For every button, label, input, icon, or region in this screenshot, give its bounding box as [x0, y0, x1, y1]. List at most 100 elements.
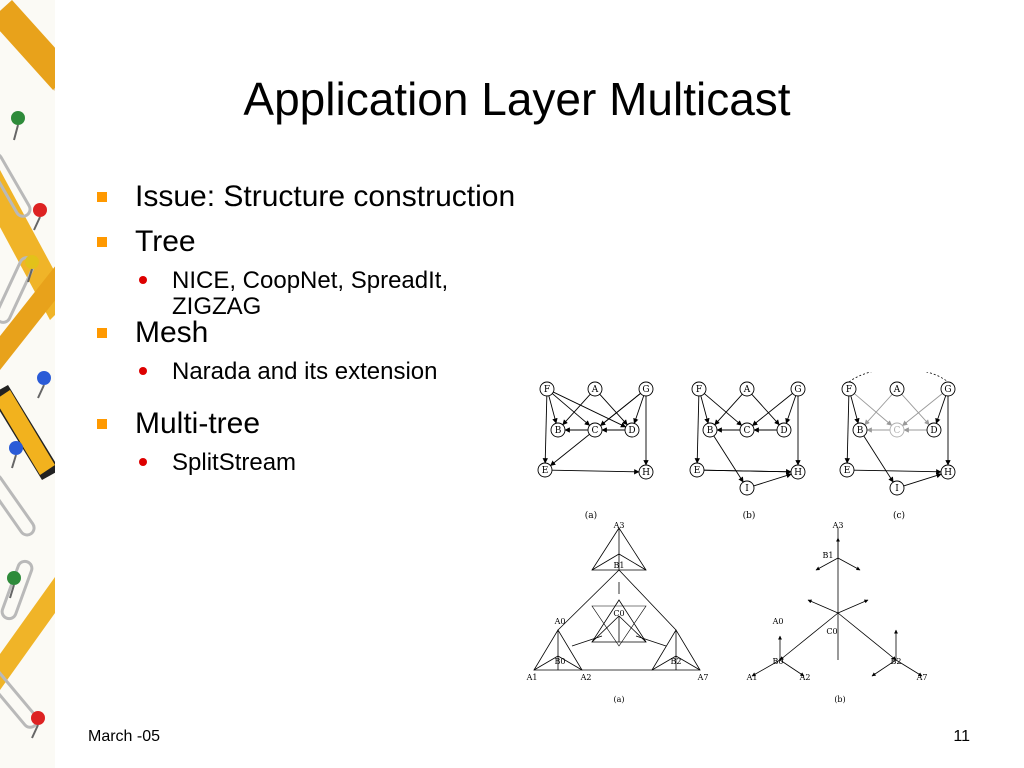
- tree-node-label: A1: [746, 673, 758, 682]
- figure-caption: (a): [613, 695, 624, 704]
- graph-node: [790, 464, 806, 480]
- graph-node: [702, 422, 718, 438]
- graph-node-label: H: [944, 468, 952, 478]
- graph-node: [739, 381, 755, 397]
- pushpin-icon: [7, 571, 21, 599]
- figure-caption: (b): [743, 510, 756, 521]
- sub-bullet-item: SplitStream: [95, 450, 535, 496]
- tree-node-label: B0: [773, 657, 784, 666]
- bullet-list: Issue: Structure construction Tree NICE,…: [95, 178, 535, 496]
- graph-node-label: A: [893, 385, 901, 395]
- graph-edge: [844, 395, 850, 464]
- graph-edge: [850, 395, 860, 424]
- graph-node: [940, 381, 956, 397]
- pencil-icon: [0, 266, 55, 370]
- bullet-text: Multi-tree: [135, 407, 261, 440]
- graph-node: [550, 422, 566, 438]
- graph-node-label: G: [794, 385, 801, 395]
- graph-edge: [853, 469, 942, 475]
- pushpin-icon: [25, 255, 39, 283]
- pushpin-icon: [11, 111, 25, 141]
- sub-bullet-text: SplitStream: [172, 449, 297, 476]
- graph-node-label: H: [794, 468, 802, 478]
- sub-bullet-item: Narada and its extension: [95, 359, 535, 405]
- graph-node: [739, 480, 755, 496]
- bullet-item: Tree: [95, 223, 535, 268]
- bullet-dot-marker: [139, 276, 147, 284]
- graph-node-label: B: [555, 426, 562, 436]
- graph-node-label: B: [707, 426, 714, 436]
- pencils-paperclips-illustration: [0, 0, 55, 768]
- graph-node-label: A: [743, 385, 751, 395]
- bullet-square-marker: [97, 419, 107, 429]
- bullet-square-marker: [97, 328, 107, 338]
- graph-node: [889, 422, 905, 438]
- tree-node-label: B1: [614, 561, 625, 570]
- paperclip-icon: [0, 152, 39, 729]
- tree-node-label: A7: [697, 673, 709, 682]
- sub-bullet-item: NICE, CoopNet, SpreadIt, ZIGZAG: [95, 268, 535, 320]
- tree-node-label: A2: [799, 673, 811, 682]
- sub-bullet-text: Narada and its extension: [172, 358, 438, 385]
- dashed-link: [848, 372, 949, 383]
- tree-node-label: C0: [613, 609, 624, 618]
- graph-node: [839, 462, 855, 478]
- graph-node: [776, 422, 792, 438]
- tree-node-label: A3: [832, 521, 844, 530]
- tree-node-label: B2: [891, 657, 902, 666]
- graph-node-label: B: [857, 426, 864, 436]
- bullet-dot-marker: [139, 458, 147, 466]
- graph-edge: [599, 393, 628, 426]
- graph-edge: [542, 395, 548, 464]
- graph-edge: [901, 393, 930, 426]
- graph-edge: [713, 435, 744, 483]
- graph-node: [638, 381, 654, 397]
- graph-node-label: E: [844, 466, 851, 476]
- figure-caption: (b): [834, 695, 845, 704]
- tree-node-label: A3: [613, 521, 625, 530]
- tree-node-label: A1: [526, 673, 538, 682]
- pushpin-icon: [31, 711, 45, 739]
- graph-node: [852, 422, 868, 438]
- graph-node: [587, 381, 603, 397]
- bullet-item: Mesh: [95, 314, 535, 359]
- graph-edge: [864, 393, 893, 426]
- pencil-icon: [0, 385, 55, 480]
- graph-node: [841, 381, 857, 397]
- graph-node-label: I: [745, 484, 749, 494]
- graph-node-label: C: [744, 426, 751, 436]
- graph-node-label: D: [780, 426, 787, 436]
- graph-node: [739, 422, 755, 438]
- graph-node-label: F: [846, 385, 852, 395]
- graph-node: [691, 381, 707, 397]
- pushpin-icon: [9, 441, 23, 469]
- bullet-item: Issue: Structure construction: [95, 178, 535, 223]
- tree-node-label: B1: [823, 551, 834, 560]
- graph-edge: [714, 393, 743, 426]
- radial-tree-diagram: [751, 528, 923, 677]
- bullet-text: Mesh: [135, 316, 209, 349]
- graph-node-label: D: [930, 426, 937, 436]
- graph-edge: [854, 393, 893, 426]
- pencil-icon: [0, 577, 55, 690]
- graph-node-label: E: [694, 466, 701, 476]
- bullet-square-marker: [97, 237, 107, 247]
- figure-caption: (c): [893, 510, 905, 521]
- tree-node-label: A0: [772, 617, 784, 626]
- graph-edge: [863, 435, 894, 483]
- tree-node-label: A0: [554, 617, 566, 626]
- graph-edge: [700, 395, 710, 424]
- graph-edge: [902, 393, 943, 426]
- graph-edge: [935, 395, 947, 424]
- graph-edge: [552, 393, 591, 426]
- graph-node-label: C: [592, 426, 599, 436]
- graph-edge: [903, 472, 942, 487]
- graph-node: [537, 462, 553, 478]
- graph-edge: [694, 395, 700, 464]
- graph-node-label: G: [642, 385, 649, 395]
- graph-node: [889, 480, 905, 496]
- graph-edge: [785, 395, 797, 424]
